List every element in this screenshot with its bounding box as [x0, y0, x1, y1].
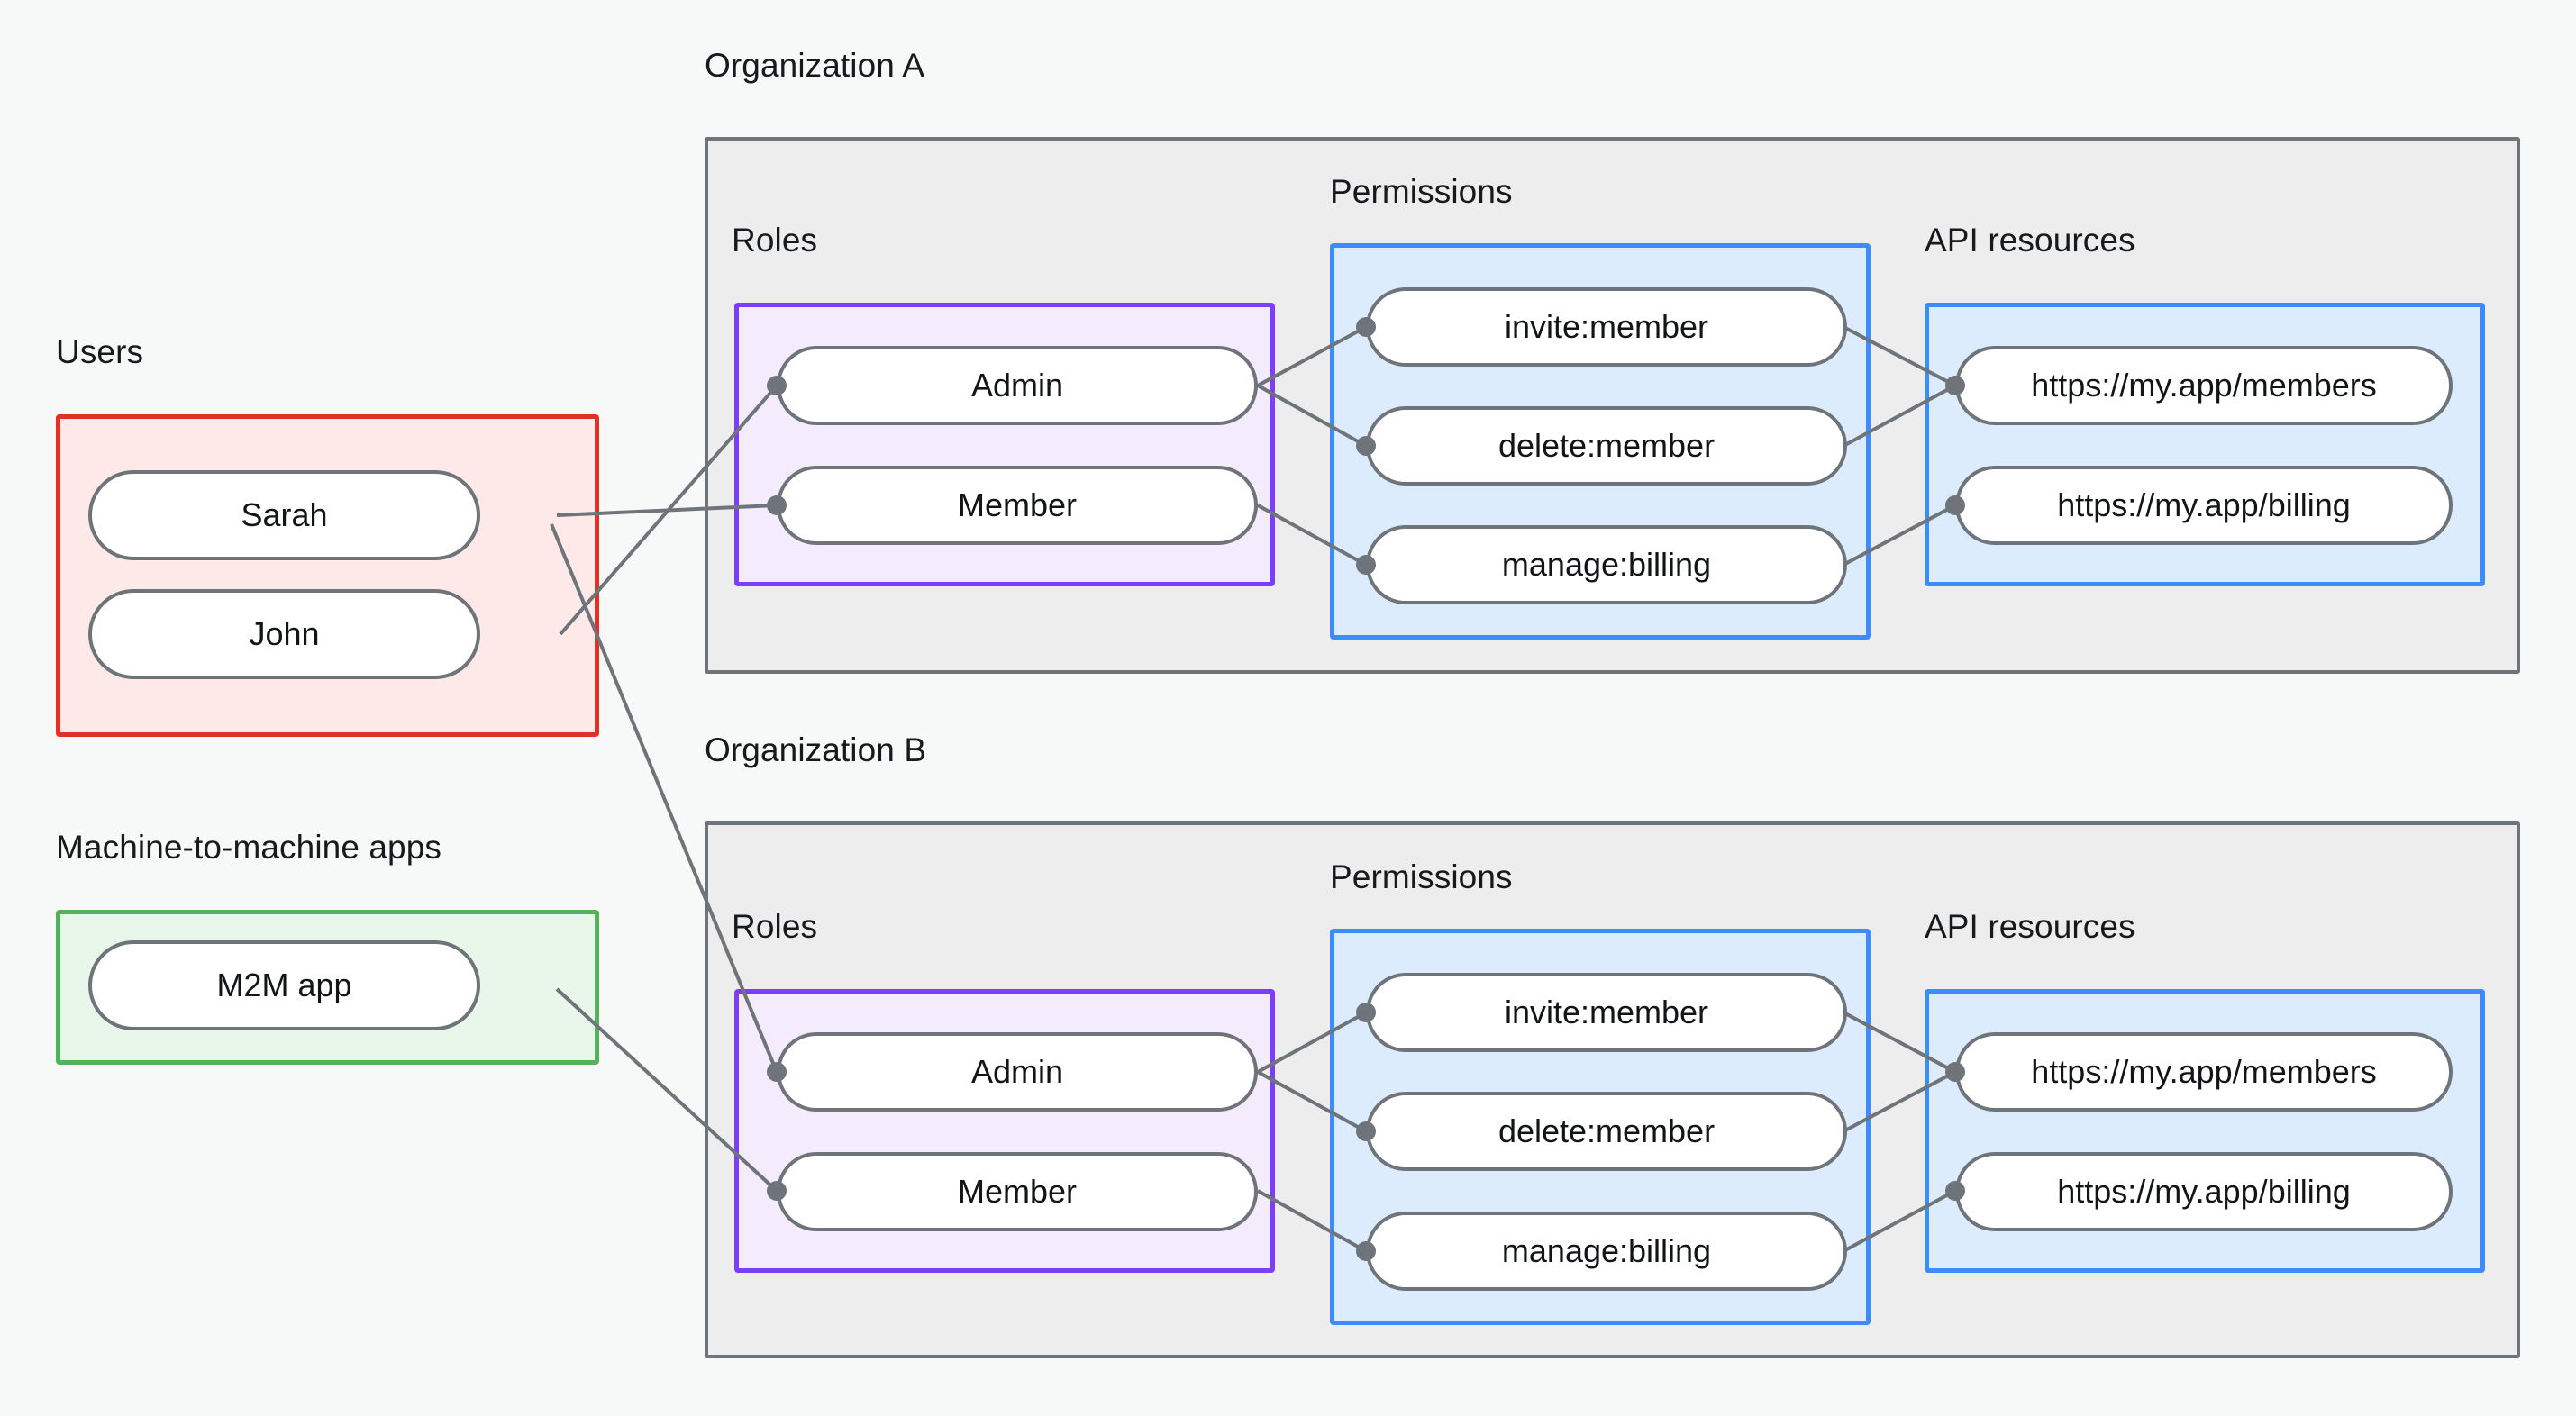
orga-roles-label: Roles: [732, 222, 818, 259]
user-pill-john[interactable]: John: [88, 589, 480, 679]
orgb-api-resources-label: API resources: [1925, 908, 2135, 945]
orgb-role-pill-member[interactable]: Member: [777, 1152, 1258, 1231]
orgb-permission-pill-manage-billing[interactable]: manage:billing: [1366, 1212, 1847, 1291]
orgb-api-pill-members[interactable]: https://my.app/members: [1955, 1032, 2453, 1112]
orga-permission-pill-delete-member[interactable]: delete:member: [1366, 406, 1847, 486]
user-pill-sarah[interactable]: Sarah: [88, 470, 480, 560]
orgb-permission-pill-delete-member[interactable]: delete:member: [1366, 1092, 1847, 1171]
m2m-group-label: Machine-to-machine apps: [56, 829, 442, 866]
orga-role-pill-admin[interactable]: Admin: [777, 346, 1258, 425]
organization-a-label: Organization A: [705, 47, 925, 84]
orgb-roles-label: Roles: [732, 908, 818, 945]
orga-permissions-label: Permissions: [1330, 173, 1513, 210]
m2m-pill-app[interactable]: M2M app: [88, 940, 480, 1030]
orga-api-resources-label: API resources: [1925, 222, 2135, 259]
orga-api-pill-billing[interactable]: https://my.app/billing: [1955, 466, 2453, 545]
orga-role-pill-member[interactable]: Member: [777, 466, 1258, 545]
organization-b-label: Organization B: [705, 731, 927, 768]
users-group-label: Users: [56, 333, 144, 370]
users-container: [56, 414, 599, 737]
orgb-permission-pill-invite-member[interactable]: invite:member: [1366, 973, 1847, 1052]
orga-permission-pill-invite-member[interactable]: invite:member: [1366, 287, 1847, 367]
orgb-role-pill-admin[interactable]: Admin: [777, 1032, 1258, 1112]
orga-permission-pill-manage-billing[interactable]: manage:billing: [1366, 525, 1847, 604]
orgb-permissions-label: Permissions: [1330, 858, 1513, 895]
orgb-api-pill-billing[interactable]: https://my.app/billing: [1955, 1152, 2453, 1231]
orga-api-pill-members[interactable]: https://my.app/members: [1955, 346, 2453, 425]
